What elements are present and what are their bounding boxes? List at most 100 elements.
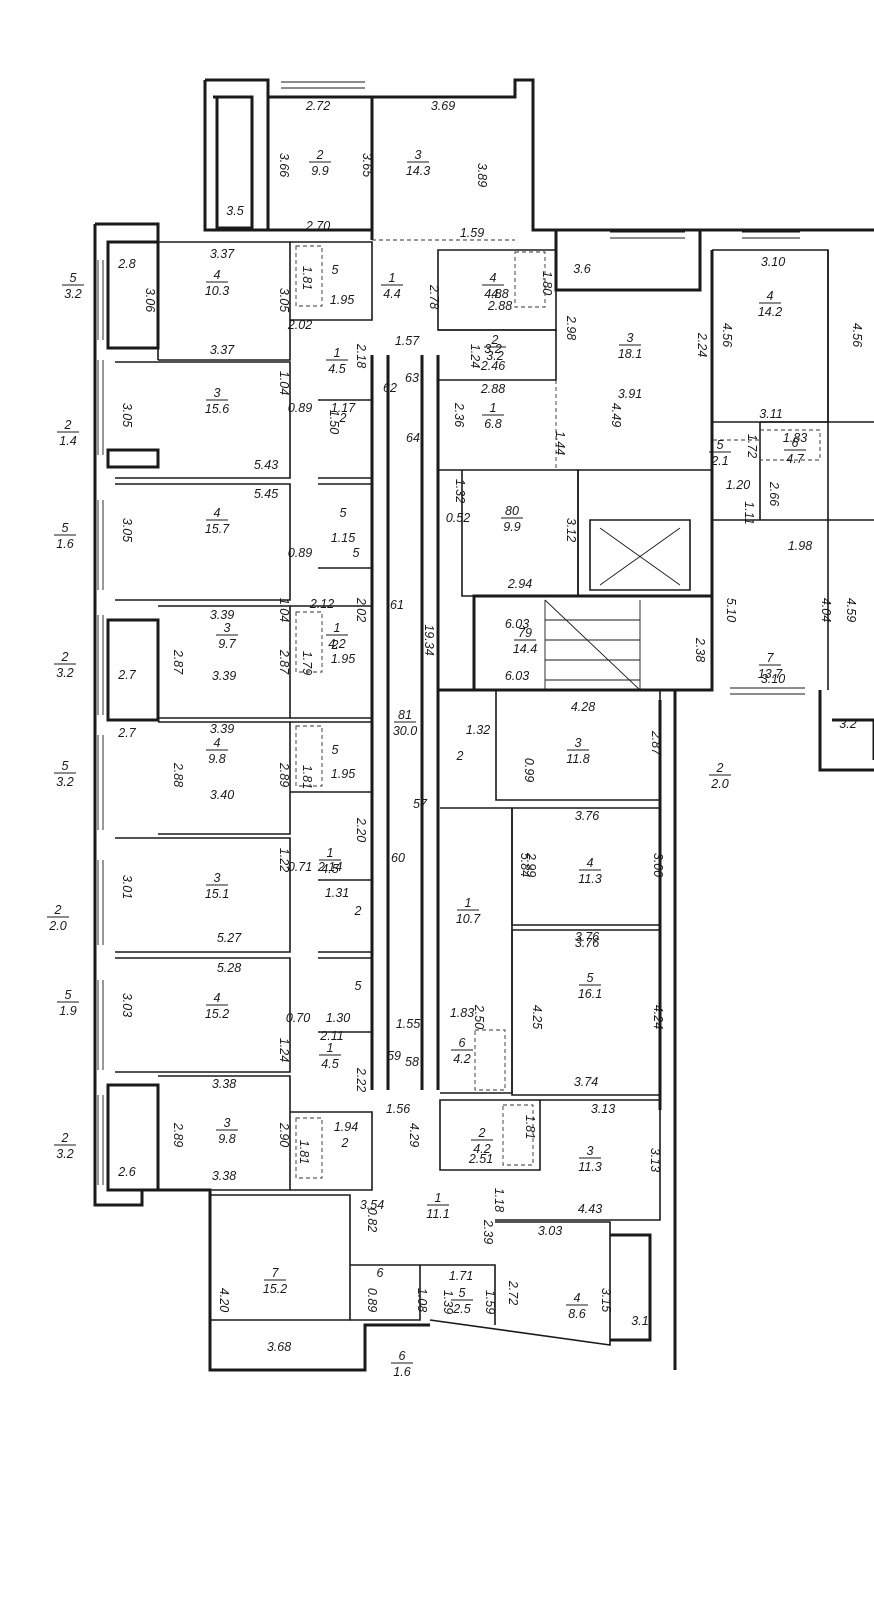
room-label: 44.8: [482, 271, 504, 301]
room-area: 4.8: [484, 287, 501, 301]
dimension-label: 4.43: [578, 1202, 602, 1216]
dimension-label: 1.11: [742, 501, 756, 524]
dimension-label: 2.88: [171, 762, 185, 787]
room-label: 14.5: [319, 1041, 341, 1071]
room-area: 3.2: [486, 349, 503, 363]
dimension-label: 2.36: [452, 402, 466, 427]
dimension-label: 3.39: [212, 669, 236, 683]
room-label: 5: [332, 263, 339, 277]
dimension-label: 2.22: [354, 1067, 368, 1092]
room-label: 415.7: [205, 506, 230, 536]
room-number: 5: [340, 506, 347, 520]
dimension-label: 1.79: [300, 651, 314, 675]
dimension-label: 3.65: [360, 153, 374, 177]
dimension-label: 4.8: [491, 287, 508, 301]
room-number: 4: [214, 506, 221, 520]
room-area: 1.4: [59, 434, 76, 448]
dimension-label: 3.39: [210, 722, 234, 736]
dimension-label: 2.11: [319, 1029, 343, 1043]
dimension-label: 2.78: [427, 284, 441, 309]
room-label: 2: [341, 1136, 349, 1150]
room-area: 3.2: [56, 1147, 73, 1161]
dimension-label: 3.10: [761, 255, 785, 269]
dimension-label: 4.59: [844, 598, 858, 622]
room-number: 5: [70, 271, 77, 285]
dimension-label: 3.13: [591, 1102, 615, 1116]
room-number: 3: [587, 1144, 594, 1158]
dimension-label: 2.51: [468, 1152, 493, 1166]
dimension-label: 1.81: [300, 266, 314, 290]
room-area: 1.6: [56, 537, 73, 551]
room-area: 9.9: [311, 164, 328, 178]
room-label: 53.2: [62, 271, 84, 301]
room-label: 49.8: [206, 736, 228, 766]
room-label: 411.3: [578, 856, 601, 886]
room-label: 809.9: [501, 504, 523, 534]
dimension-label: 3.05: [120, 518, 134, 542]
room-label: 111.1: [426, 1191, 449, 1221]
dimension-label: 1.30: [326, 1011, 350, 1025]
dimension-label: 2.14: [317, 860, 342, 874]
dimension-label: 1.08: [415, 1288, 429, 1312]
room-label: 53.2: [54, 759, 76, 789]
dimension-label: 0.89: [288, 401, 312, 415]
dimension-label: 1.32: [453, 479, 467, 503]
room-number: 2: [61, 650, 69, 664]
room-number: 1: [334, 346, 341, 360]
room-number: 2: [478, 1126, 486, 1140]
room-number: 1: [327, 1041, 334, 1055]
room-number: 5: [717, 438, 724, 452]
room-number: 6: [792, 436, 799, 450]
room-label: 39.8: [216, 1116, 238, 1146]
dimension-label: 2.98: [564, 315, 578, 340]
room-number: 5: [332, 743, 339, 757]
room-label: 51.6: [54, 521, 76, 551]
room-label: 2: [354, 904, 362, 918]
dimension-label: 4.29: [407, 1123, 421, 1147]
dimension-label: 3.37: [210, 247, 235, 261]
dimension-label: 0.89: [288, 546, 312, 560]
dimension-label: 62: [383, 381, 397, 395]
dimension-label: 2.99: [524, 852, 538, 877]
dimension-label: 5: [353, 546, 360, 560]
dimension-label: 1.95: [330, 293, 354, 307]
room-area: 15.6: [205, 402, 229, 416]
room-area: 1.9: [59, 1004, 76, 1018]
dimension-label: 19.34: [422, 624, 436, 655]
room-label: 23.2: [484, 333, 506, 363]
room-label: 23.2: [54, 650, 76, 680]
dimension-label: 2.89: [277, 762, 291, 787]
room-area: 18.1: [618, 347, 642, 361]
room-number: 5: [62, 521, 69, 535]
room-label: 2: [456, 749, 464, 763]
room-number: 2: [64, 418, 72, 432]
dimension-label: 6.03: [505, 669, 529, 683]
room-label: 516.1: [578, 971, 602, 1001]
room-label: 6: [377, 1266, 384, 1280]
dimension-label: 3.00: [651, 853, 665, 877]
room-label: 24.2: [471, 1126, 493, 1156]
dimension-label: 3.03: [120, 993, 134, 1017]
dimension-label: 1.24: [468, 344, 482, 368]
room-number: 79: [518, 626, 532, 640]
room-number: 1: [327, 846, 334, 860]
dimension-label: 4.20: [217, 1288, 231, 1312]
dimension-label: 3.6: [573, 262, 590, 276]
room-number: 5: [355, 979, 362, 993]
room-label: 48.6: [566, 1291, 588, 1321]
dimension-label: 2.7: [117, 726, 136, 740]
room-label: 410.3: [205, 268, 229, 298]
dimension-label: 2.38: [693, 637, 707, 662]
dimension-label: 3.10: [761, 672, 785, 686]
room-area: 4.5: [328, 362, 345, 376]
dimension-label: 1.83: [783, 431, 807, 445]
dimension-label: 2.12: [309, 597, 334, 611]
room-label: 713.7: [758, 651, 783, 681]
dimension-label: 4.04: [819, 598, 833, 622]
room-area: 4.2: [453, 1052, 470, 1066]
room-number: 5: [65, 988, 72, 1002]
dimension-label: 0.89: [365, 1288, 379, 1312]
room-label: 311.8: [566, 736, 589, 766]
dimension-label: 4.56: [720, 323, 734, 347]
